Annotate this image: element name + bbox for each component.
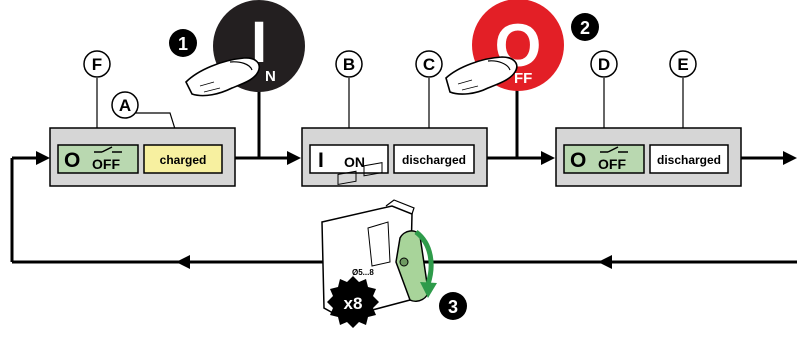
finger-1-icon [185,57,260,97]
panel-1-off-symbol [94,146,122,153]
panel-3-state-word: OFF [598,156,626,172]
panel-1-state-word: OFF [92,156,120,172]
step-3-number: 3 [448,297,458,317]
gear-icon [327,276,379,328]
charging-direction-arrow [414,230,434,285]
panel-2-spring-indicator [393,144,475,174]
arrowhead-return-right [598,255,612,269]
charging-direction-arrowhead [420,282,437,298]
callout-B-label: B [343,55,355,74]
step-1-marker: 1 [169,29,197,57]
callout-B: B [335,50,363,78]
arrowhead-into-panel1 [36,151,50,165]
arrowhead-into-panel3 [541,151,555,165]
arrowhead-exit-right [783,151,797,165]
charging-count-label: x8 [344,294,363,313]
callout-A: A [111,91,139,119]
panel-1-spring-indicator [143,144,223,174]
callout-D: D [590,50,618,78]
panel-1: O OFF charged [49,127,236,187]
step-1-number: 1 [178,34,188,54]
arrowheads [36,151,797,269]
panel-2-state-indicator [309,144,389,174]
panel-3-state-indicator [563,144,645,174]
panel-3-off-symbol [600,146,628,153]
tool-diameter-label: Ø5...8 [352,268,374,277]
callout-E: E [669,50,697,78]
finger-2-icon [445,56,518,95]
panel-1-spring-status: charged [160,153,207,167]
panel-2-state-word: ON [344,154,365,170]
panel-3-spring-status: discharged [657,153,721,167]
on-button-suffix: N [265,68,276,85]
arrowhead-return-left [176,255,190,269]
panel-2-spring-status: discharged [402,153,466,167]
callout-C: C [415,50,443,78]
panel-1-state-letter: O [64,149,80,172]
callout-A-label: A [119,96,131,115]
callout-E-label: E [677,55,688,74]
panel-3-state-letter: O [570,149,586,172]
panel-2: I ON discharged [301,127,488,187]
callout-D-label: D [598,55,610,74]
panel-1-state-indicator [57,144,139,174]
arrowhead-into-panel2 [287,151,301,165]
off-button-suffix: FF [514,70,532,87]
step-3-marker: 3 [439,292,467,320]
panel-2-state-letter: I [318,149,324,172]
panel-3-spring-indicator [649,144,729,174]
panel-3: O OFF discharged [555,127,742,187]
callout-C-label: C [423,55,435,74]
on-button-letter: I [251,10,267,75]
step-2-marker: 2 [571,13,599,41]
callout-F-label: F [92,55,102,74]
step-2-number: 2 [580,18,590,38]
charging-mechanism-illustration: Ø5...8 x8 [321,162,437,328]
callout-F: F [83,50,111,78]
